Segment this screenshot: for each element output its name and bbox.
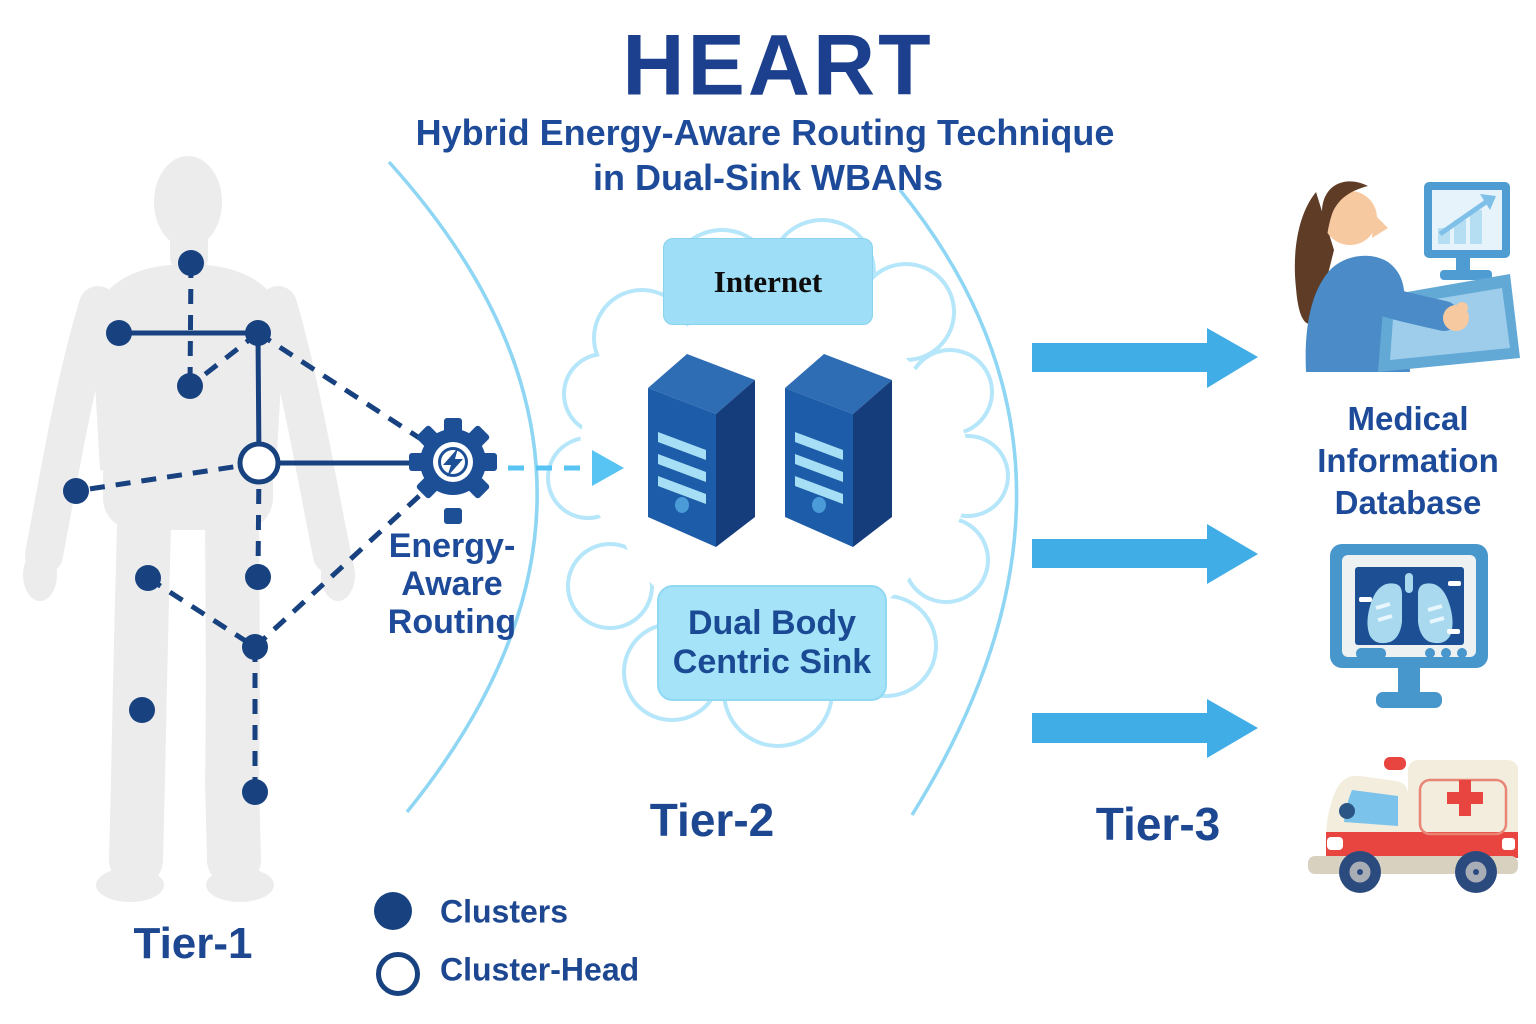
wban-edge-solid bbox=[255, 332, 262, 464]
wban-cluster-node bbox=[63, 478, 89, 504]
ambulance-icon bbox=[1308, 757, 1518, 893]
wban-cluster-node bbox=[242, 634, 268, 660]
dual-body-centric-sink-box: Dual Body Centric Sink bbox=[657, 585, 887, 701]
wban-edge-dashed bbox=[187, 262, 194, 387]
wban-cluster-node bbox=[178, 250, 204, 276]
sink-label-line2: Centric Sink bbox=[672, 643, 872, 681]
page-title: HEART bbox=[622, 17, 934, 114]
wban-cluster-node bbox=[242, 779, 268, 805]
signal-arc-right bbox=[898, 188, 1019, 816]
legend-cluster-head-label: Cluster-Head bbox=[440, 951, 640, 988]
medical-database-label: Medical Information Database bbox=[1317, 398, 1498, 524]
red-cross-icon bbox=[1447, 780, 1483, 816]
energy-aware-routing-label: Energy- Aware Routing bbox=[388, 527, 516, 641]
signal-arcs bbox=[387, 160, 1019, 816]
medical-database-line3: Database bbox=[1334, 484, 1482, 521]
server-left bbox=[648, 354, 755, 547]
wban-cluster-node bbox=[245, 320, 271, 346]
internet-label: Internet bbox=[713, 263, 823, 299]
sink-label-line1: Dual Body bbox=[687, 604, 857, 642]
tier3-label: Tier-3 bbox=[1095, 798, 1221, 850]
tier2-label: Tier-2 bbox=[649, 794, 775, 846]
legend-clusters-label: Clusters bbox=[440, 893, 569, 930]
beacon-light bbox=[1384, 757, 1406, 770]
wban-edge-dashed bbox=[253, 484, 432, 649]
wban-edge-dashed bbox=[255, 462, 262, 578]
tier3-arrow-icon bbox=[1032, 524, 1258, 584]
routing-label-line2: Aware bbox=[401, 565, 503, 603]
tier3-arrow-icon bbox=[1032, 699, 1258, 758]
wban-cluster-node bbox=[135, 565, 161, 591]
compass-ring-icon bbox=[438, 447, 468, 477]
wban-cluster-node bbox=[177, 373, 203, 399]
legend-cluster-head-icon bbox=[376, 952, 420, 996]
lightning-bolt-icon bbox=[443, 448, 463, 477]
medical-database-line2: Information bbox=[1317, 442, 1499, 479]
windshield bbox=[1344, 790, 1398, 826]
xray-monitor-icon bbox=[1330, 544, 1488, 708]
medical-operator-illustration bbox=[1294, 181, 1520, 372]
lung-left bbox=[1367, 583, 1402, 644]
side-mirror bbox=[1339, 803, 1355, 819]
wban-edge-dashed bbox=[146, 575, 257, 650]
wban-cluster-node bbox=[106, 320, 132, 346]
energy-routing-gear-icon bbox=[409, 418, 497, 524]
dual-server-icon bbox=[648, 354, 892, 547]
subtitle-line1: Hybrid Energy-Aware Routing Technique bbox=[415, 112, 1115, 153]
wban-cluster-node bbox=[245, 564, 271, 590]
wheel-rear bbox=[1455, 851, 1497, 893]
wban-edge-dashed bbox=[256, 330, 426, 444]
routing-label-line1: Energy- bbox=[388, 527, 516, 565]
routing-to-sink-arrow bbox=[508, 450, 624, 486]
medical-database-line1: Medical bbox=[1347, 400, 1469, 437]
signal-arc-left bbox=[387, 160, 539, 814]
tier3-arrow-icon bbox=[1032, 328, 1258, 388]
subtitle-line2: in Dual-Sink WBANs bbox=[592, 157, 944, 198]
tier1-label: Tier-1 bbox=[133, 919, 253, 968]
wban-cluster-head-node bbox=[237, 441, 281, 485]
legend-clusters-icon bbox=[374, 892, 412, 930]
wban-network bbox=[63, 250, 432, 805]
lung-right bbox=[1418, 583, 1453, 644]
internet-box: Internet bbox=[663, 238, 873, 325]
tier3-arrows bbox=[1032, 328, 1258, 758]
wheel-front bbox=[1339, 851, 1381, 893]
wban-edge-dashed bbox=[188, 331, 260, 388]
wban-edge-dashed bbox=[75, 460, 260, 494]
routing-label-line3: Routing bbox=[387, 603, 517, 641]
wban-cluster-node bbox=[129, 697, 155, 723]
server-right bbox=[785, 354, 892, 547]
